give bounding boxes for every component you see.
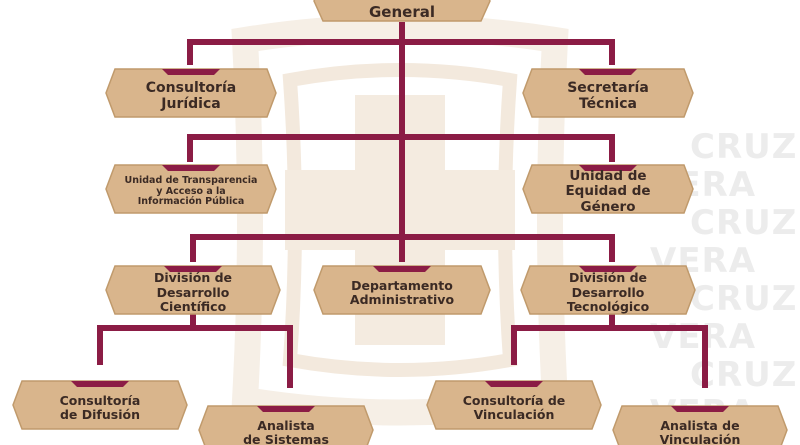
- node-unidad-transparencia: Unidad de Transparencia y Acceso a la In…: [105, 164, 277, 214]
- node-label: Secretaría Técnica: [567, 79, 649, 112]
- node-label: Unidad de Equidad de Género: [565, 167, 651, 215]
- node-consultoria-juridica: Consultoría Jurídica: [105, 68, 277, 118]
- node-box-shape: [522, 68, 694, 118]
- node-box: [313, 265, 491, 315]
- node-unidad-equidad-genero: Unidad de Equidad de Género: [522, 164, 694, 214]
- node-label: Consultoría Jurídica: [145, 79, 237, 112]
- node-box-shape: [12, 380, 188, 430]
- node-secretaria-tecnica: Secretaría Técnica: [522, 68, 694, 118]
- node-box-shape: [612, 405, 788, 445]
- node-label: Dirección General: [362, 0, 441, 21]
- node-analista-sistemas: Analista de Sistemas: [198, 405, 374, 445]
- node-notch: [162, 165, 220, 171]
- node-consultoria-vinculacion: Consultoría de Vinculación: [426, 380, 602, 430]
- node-box-shape: [105, 164, 277, 214]
- node-box: [105, 164, 277, 214]
- node-box: [426, 380, 602, 430]
- node-box-shape: [520, 265, 696, 315]
- node-box: [522, 68, 694, 118]
- node-label: División de Desarrollo Tecnológico: [566, 270, 650, 315]
- node-notch: [71, 381, 129, 387]
- node-label: Departamento Administrativo: [349, 277, 455, 307]
- watermark-row: CRUZ: [690, 127, 798, 167]
- node-notch: [671, 406, 729, 412]
- node-notch: [485, 381, 543, 387]
- node-box-shape: [522, 164, 694, 214]
- node-analista-vinculacion: Analista de Vinculación: [612, 405, 788, 445]
- node-label: Analista de Sistemas: [243, 417, 329, 445]
- node-box-shape: [105, 265, 281, 315]
- node-box-shape: [105, 68, 277, 118]
- node-notch: [164, 266, 222, 272]
- node-box: [612, 405, 788, 445]
- watermark-row: CRUZ: [690, 203, 798, 243]
- node-box: [313, 0, 491, 22]
- node-notch: [373, 266, 431, 272]
- node-box: [105, 265, 281, 315]
- node-box-shape: [198, 405, 374, 445]
- node-notch: [257, 406, 315, 412]
- node-box: [520, 265, 696, 315]
- node-label: Analista de Vinculación: [659, 417, 741, 445]
- node-direccion-general: Dirección General: [313, 0, 491, 22]
- node-notch: [579, 69, 637, 75]
- node-box-shape: [313, 0, 491, 22]
- node-label: Unidad de Transparencia y Acceso a la In…: [124, 174, 258, 208]
- node-notch: [579, 165, 637, 171]
- node-notch: [162, 69, 220, 75]
- node-notch: [579, 266, 637, 272]
- node-box: [522, 164, 694, 214]
- node-box-shape: [313, 265, 491, 315]
- node-division-desarrollo-tecnologico: División de Desarrollo Tecnológico: [520, 265, 696, 315]
- node-label: División de Desarrollo Científico: [153, 270, 233, 315]
- node-departamento-administrativo: Departamento Administrativo: [313, 265, 491, 315]
- node-consultoria-difusion: Consultoría de Difusión: [12, 380, 188, 430]
- node-box: [105, 68, 277, 118]
- watermark-row: CRUZ: [690, 279, 798, 319]
- node-box-shape: [426, 380, 602, 430]
- node-box: [12, 380, 188, 430]
- node-label: Consultoría de Difusión: [59, 392, 141, 422]
- node-division-desarrollo-cientifico: División de Desarrollo Científico: [105, 265, 281, 315]
- node-box: [198, 405, 374, 445]
- node-label: Consultoría de Vinculación: [462, 392, 566, 422]
